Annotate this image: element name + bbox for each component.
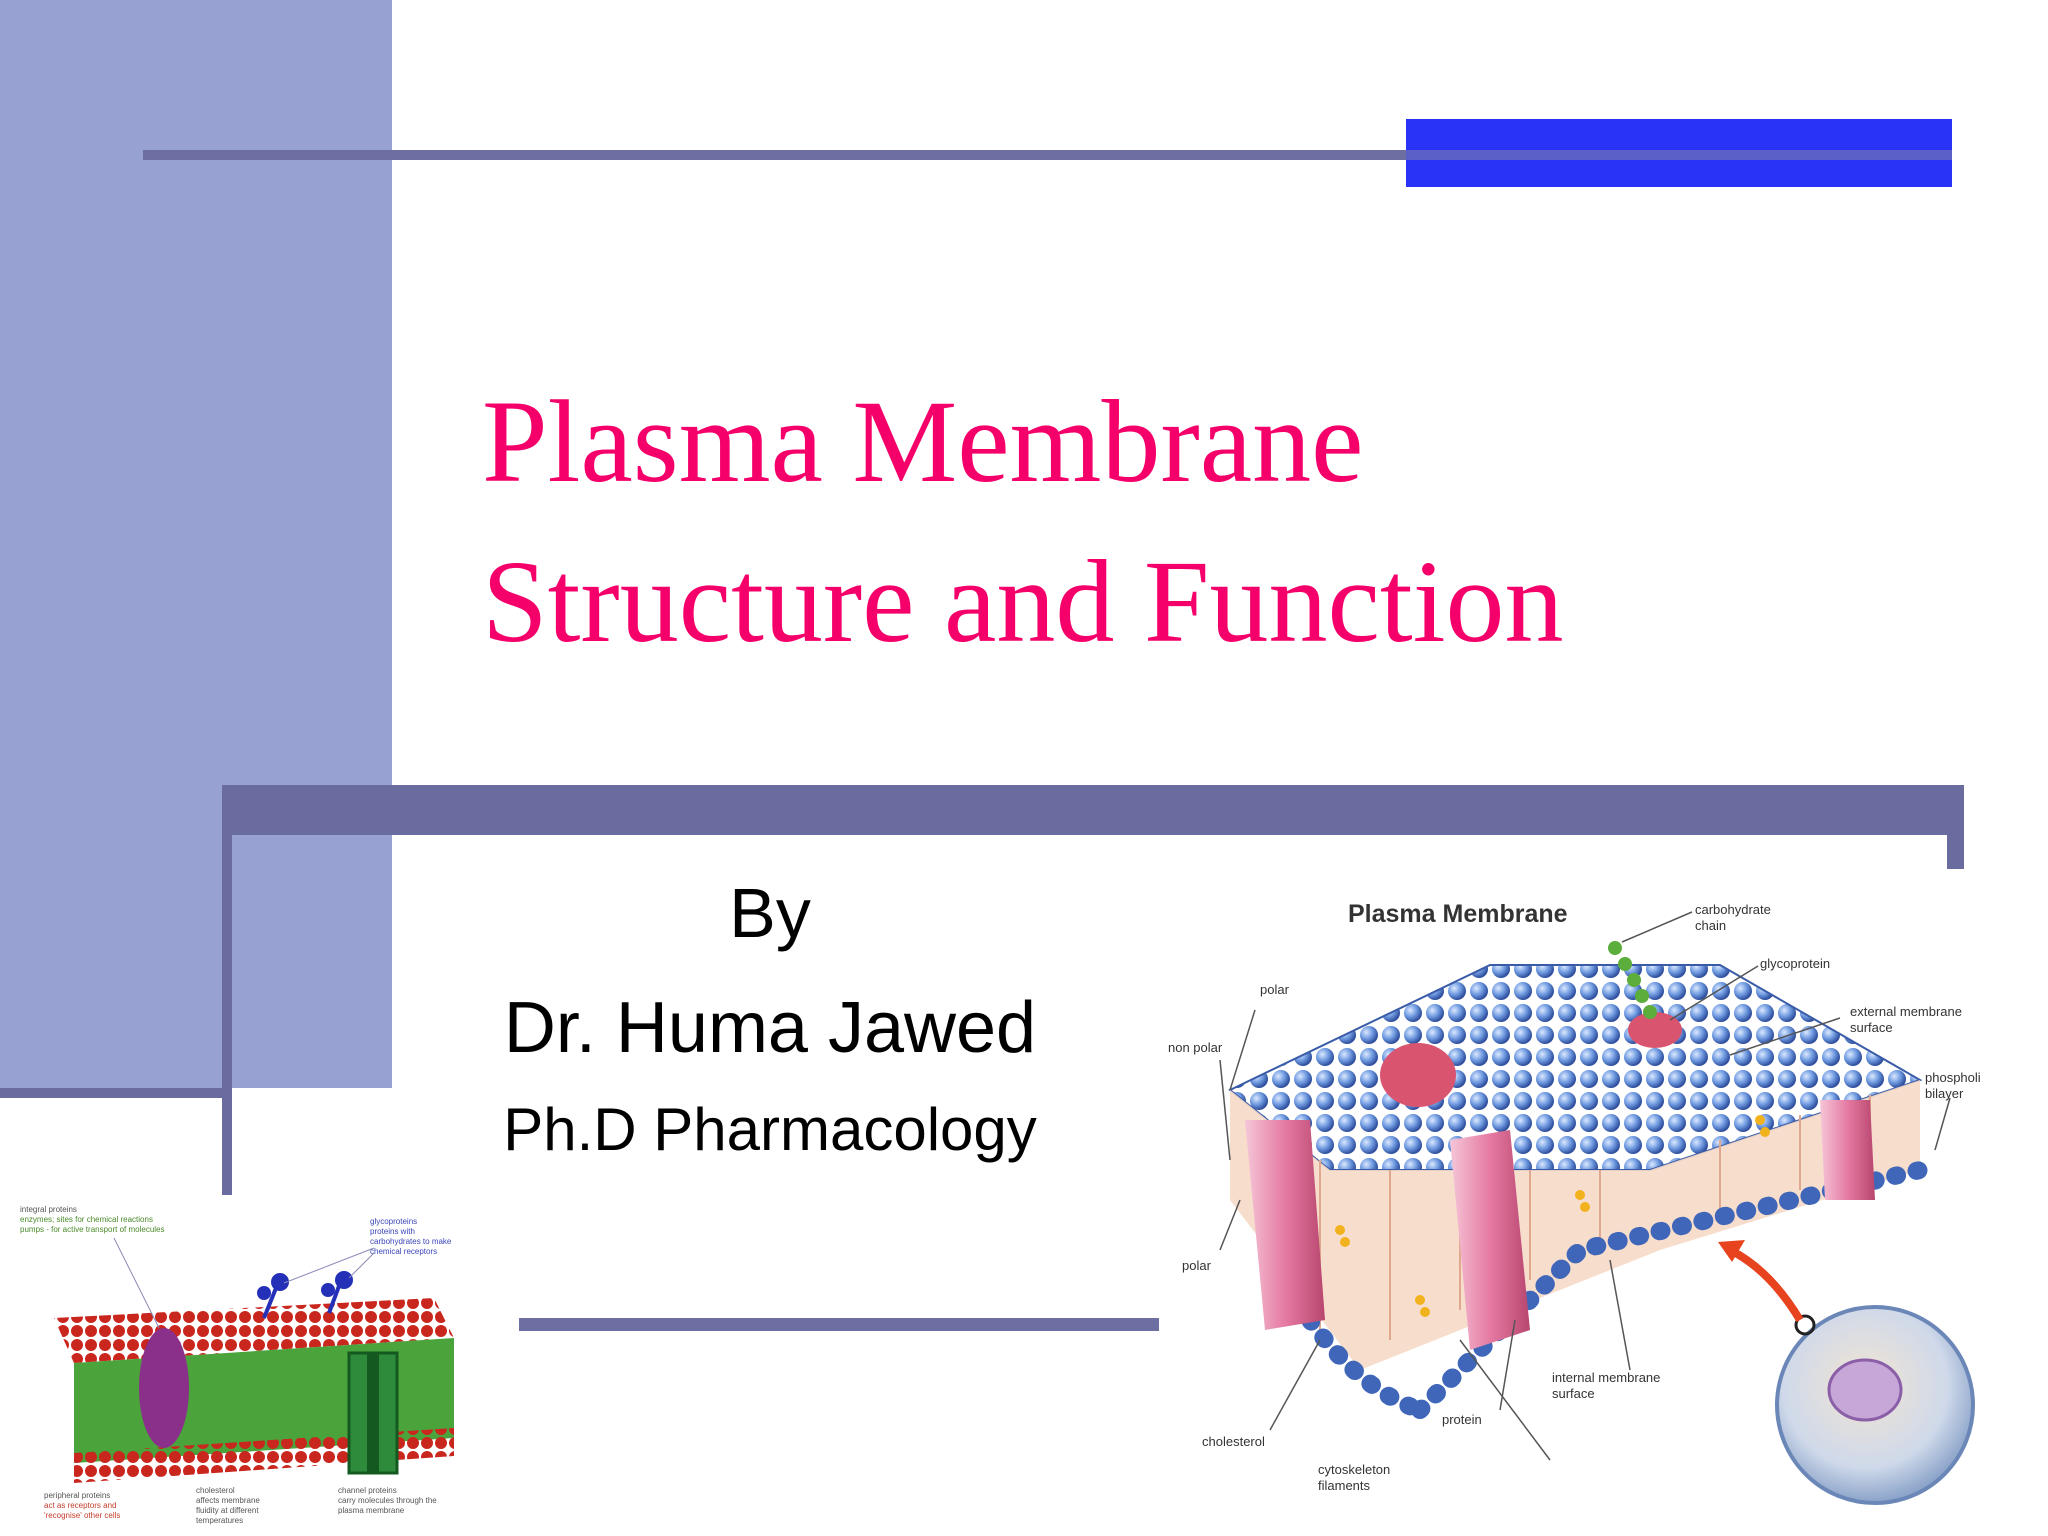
byline-by: By [729, 874, 811, 952]
label-glycoproteins: glycoproteins proteins with carbohydrate… [370, 1217, 454, 1256]
label-external-membrane-surface: external membrane surface [1850, 1004, 1966, 1035]
label-polar-bottom: polar [1182, 1258, 1212, 1273]
carbohydrate-chain-icon [1608, 941, 1657, 1019]
small-label-leaders [113, 1237, 375, 1329]
author-name: Dr. Huma Jawed [503, 988, 1037, 1068]
label-phospholipid-bilayer: phospholipid bilayer [1925, 1070, 1980, 1101]
glycoprotein-shape [1628, 1012, 1682, 1048]
slide-title-line-2: Structure and Function [482, 536, 1564, 667]
content-frame-right [1947, 785, 1964, 869]
surface-protein-bulge [1380, 1043, 1456, 1107]
label-cholesterol: cholesterol [1202, 1434, 1265, 1449]
label-non-polar: non polar [1168, 1040, 1223, 1055]
label-internal-membrane-surface: internal membrane surface [1552, 1370, 1664, 1401]
cholesterol-marks [1335, 1115, 1770, 1317]
zoom-arrow-icon [1728, 1246, 1804, 1323]
diagram-heading: Plasma Membrane [1348, 900, 1568, 928]
top-rule [143, 150, 1950, 160]
protein-right [1820, 1100, 1875, 1200]
author-degree: Ph.D Pharmacology [503, 1096, 1037, 1163]
cell-zoom-marker [1794, 1314, 1816, 1336]
cell-nucleus [1827, 1358, 1903, 1422]
label-polar-top: polar [1260, 982, 1290, 997]
membrane-core [1230, 1080, 1920, 1370]
label-protein: protein [1442, 1412, 1482, 1427]
label-glycoprotein: glycoprotein [1760, 956, 1830, 971]
slide-title-line-1: Plasma Membrane [482, 376, 1364, 507]
bottom-rule [519, 1318, 1159, 1331]
protein-center [1450, 1130, 1530, 1350]
left-panel-base-rule [0, 1088, 232, 1098]
label-cytoskeleton-filaments: cytoskeleton filaments [1318, 1462, 1394, 1493]
label-leaders [1219, 911, 1951, 1461]
channel-protein-pore [367, 1353, 379, 1473]
label-cholesterol-small: cholesterol affects membrane fluidity at… [196, 1486, 262, 1525]
accent-block-stripe [1406, 150, 1952, 160]
protein-left [1245, 1120, 1325, 1330]
content-frame-left [222, 785, 232, 1195]
label-channel-proteins: channel proteins carry molecules through… [338, 1486, 439, 1515]
slide-title: Plasma Membrane Structure and Function [482, 362, 1882, 682]
label-integral-proteins: integral proteins enzymes; sites for che… [20, 1205, 165, 1234]
zoom-arrow-head [1718, 1240, 1745, 1262]
left-side-panel [0, 0, 392, 1088]
lipid-bilayer-diagram: integral proteins enzymes; sites for che… [20, 1205, 454, 1525]
label-carbohydrate-chain: carbohydrate chain [1695, 902, 1775, 933]
plasma-membrane-diagram: Plasma Membrane [1168, 900, 1980, 1505]
integral-protein-shape [139, 1328, 189, 1448]
label-peripheral-proteins: peripheral proteins act as receptors and… [44, 1491, 120, 1520]
content-frame-top [222, 785, 1964, 835]
